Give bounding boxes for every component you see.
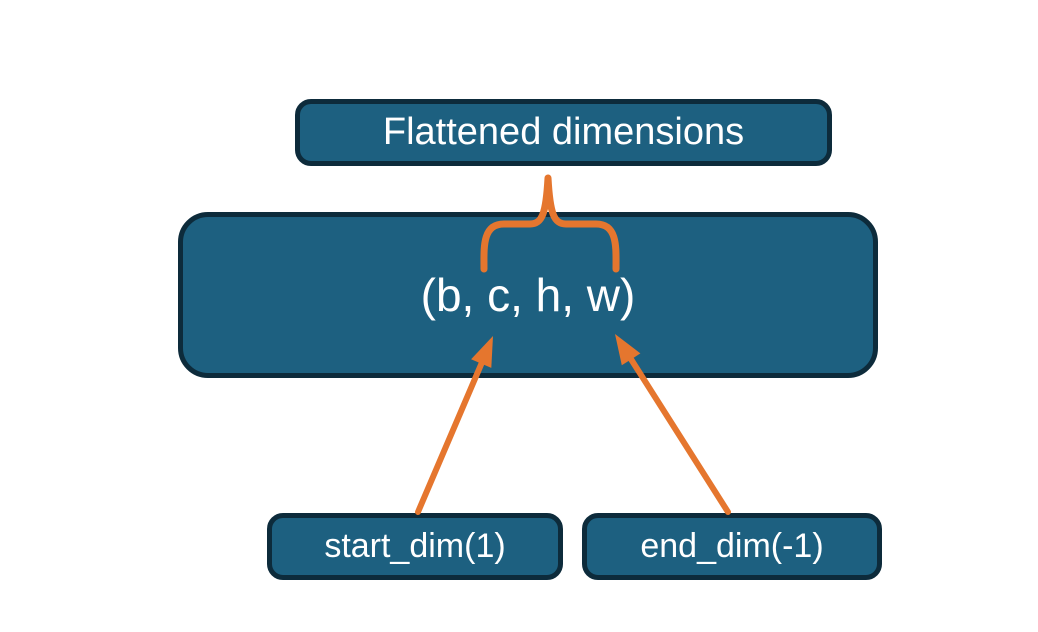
tensor-shape-label: (b, c, h, w) (420, 269, 636, 321)
tensor-shape-node: (b, c, h, w) (178, 212, 878, 378)
flattened-dimensions-label: Flattened dimensions (382, 111, 745, 153)
start-dim-label: start_dim(1) (324, 527, 506, 565)
end-dim-label: end_dim(-1) (640, 527, 824, 565)
start-dim-node: start_dim(1) (267, 513, 563, 580)
flattened-dimensions-node: Flattened dimensions (295, 99, 832, 166)
end-dim-node: end_dim(-1) (582, 513, 882, 580)
